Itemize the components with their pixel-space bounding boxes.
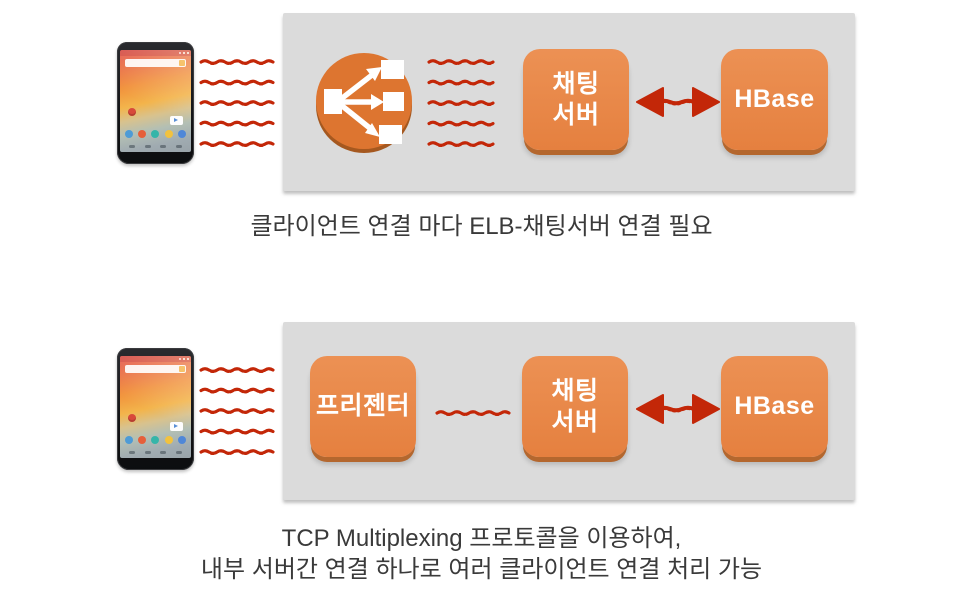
- bidirectional-arrow-icon: [636, 387, 720, 431]
- bidirectional-arrow-icon: [636, 80, 720, 124]
- phone-app-row: [120, 436, 191, 444]
- phone-screen: [120, 50, 191, 152]
- phone-search-widget: [125, 59, 186, 67]
- client-smartphone: [117, 42, 194, 164]
- caption-line-1: TCP Multiplexing 프로토콜을 이용하여,: [281, 525, 682, 552]
- elb-load-balancer-icon: [314, 51, 414, 155]
- phone-dock: [120, 145, 191, 148]
- chat-server-node: 채팅 서버: [523, 49, 629, 150]
- client-connection-lines: [199, 364, 281, 458]
- phone-app-icon: [128, 414, 136, 423]
- phone-app-icon: [128, 108, 136, 117]
- elb-to-server-connection-lines: [427, 56, 499, 150]
- caption-line-2: 내부 서버간 연결 하나로 여러 클라이언트 연결 처리 가능: [200, 556, 763, 583]
- hbase-label: HBase: [734, 392, 815, 421]
- phone-statusbar: [120, 50, 191, 56]
- chat-server-label-line1: 채팅: [552, 70, 600, 98]
- hbase-node: HBase: [721, 49, 828, 150]
- phone-search-widget: [125, 365, 186, 373]
- phone-app-row: [120, 130, 191, 138]
- chat-server-label-line2: 서버: [552, 100, 600, 129]
- phone-dock: [120, 451, 191, 454]
- diagram-caption-multiplexing: TCP Multiplexing 프로토콜을 이용하여, 내부 서버간 연결 하…: [0, 523, 963, 585]
- internal-connection-line: [435, 406, 511, 418]
- chat-server-node: 채팅 서버: [522, 356, 628, 457]
- phone-video-widget: [170, 116, 183, 126]
- hbase-node: HBase: [721, 356, 828, 457]
- chat-server-label-line1: 채팅: [551, 377, 599, 405]
- presenter-label: 프리젠터: [315, 392, 410, 421]
- phone-screen: [120, 356, 191, 458]
- client-smartphone: [117, 348, 194, 470]
- phone-video-widget: [170, 422, 183, 432]
- diagram-caption-elb: 클라이언트 연결 마다 ELB-채팅서버 연결 필요: [250, 213, 713, 240]
- phone-statusbar: [120, 356, 191, 362]
- presenter-node: 프리젠터: [310, 356, 416, 457]
- chat-server-label-line2: 서버: [551, 407, 599, 436]
- hbase-label: HBase: [734, 85, 815, 114]
- client-connection-lines: [199, 56, 281, 150]
